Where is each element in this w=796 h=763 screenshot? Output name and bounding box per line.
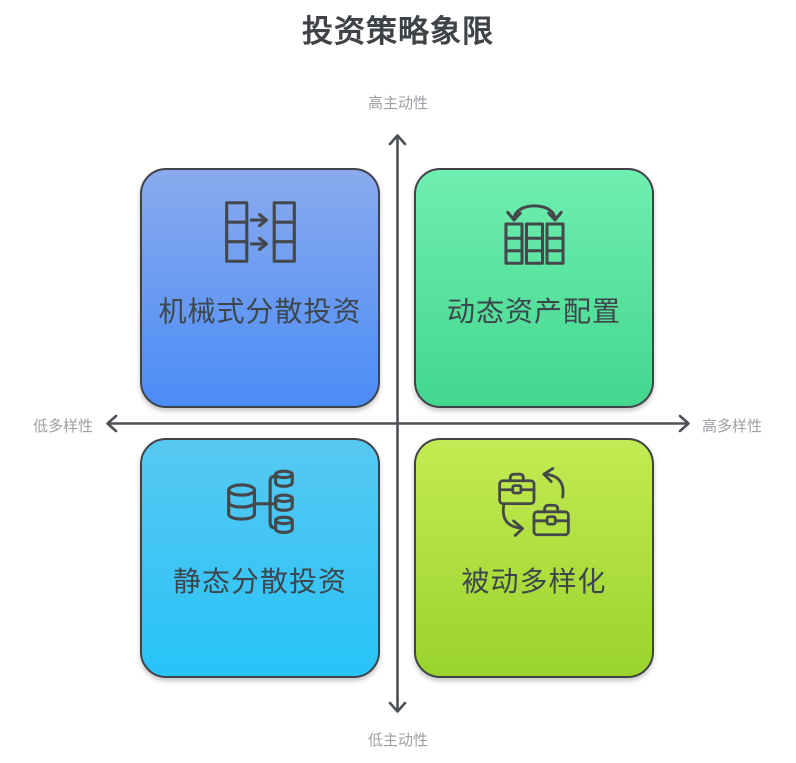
rebalance-columns-icon: [503, 204, 565, 265]
quadrant-mechanical-diversification: 机械式分散投资: [140, 168, 380, 408]
axis-label-low-activity: 低主动性: [367, 732, 428, 749]
quadrant-passive-diversification: 被动多样化: [414, 438, 654, 678]
quadrant-dynamic-asset-allocation: 动态资产配置: [414, 168, 654, 408]
axis-label-high-activity: 高主动性: [367, 95, 428, 112]
quadrant-icon-wrap: [416, 192, 652, 272]
quadrant-label: 被动多样化: [461, 566, 607, 597]
transfer-columns-icon: [224, 201, 296, 263]
page-title: 投资策略象限: [302, 14, 494, 49]
arrow-up-icon: [388, 134, 407, 146]
quadrant-label: 机械式分散投资: [158, 296, 362, 327]
quadrant-label: 静态分散投资: [172, 566, 347, 597]
arrow-right-icon: [678, 414, 690, 433]
arrow-down-icon: [388, 701, 407, 713]
axis-label-low-diversity: 低多样性: [32, 418, 93, 435]
arrow-left-icon: [106, 414, 118, 433]
quadrant-label: 动态资产配置: [446, 296, 621, 327]
quadrant-static-diversification: 静态分散投资: [140, 438, 380, 678]
briefcase-swap-icon: [498, 467, 570, 537]
axis-label-high-diversity: 高多样性: [702, 418, 763, 435]
quadrant-icon-wrap: [416, 462, 652, 542]
quadrant-icon-wrap: [142, 192, 378, 272]
database-distribution-icon: [227, 469, 294, 534]
quadrant-icon-wrap: [142, 462, 378, 542]
